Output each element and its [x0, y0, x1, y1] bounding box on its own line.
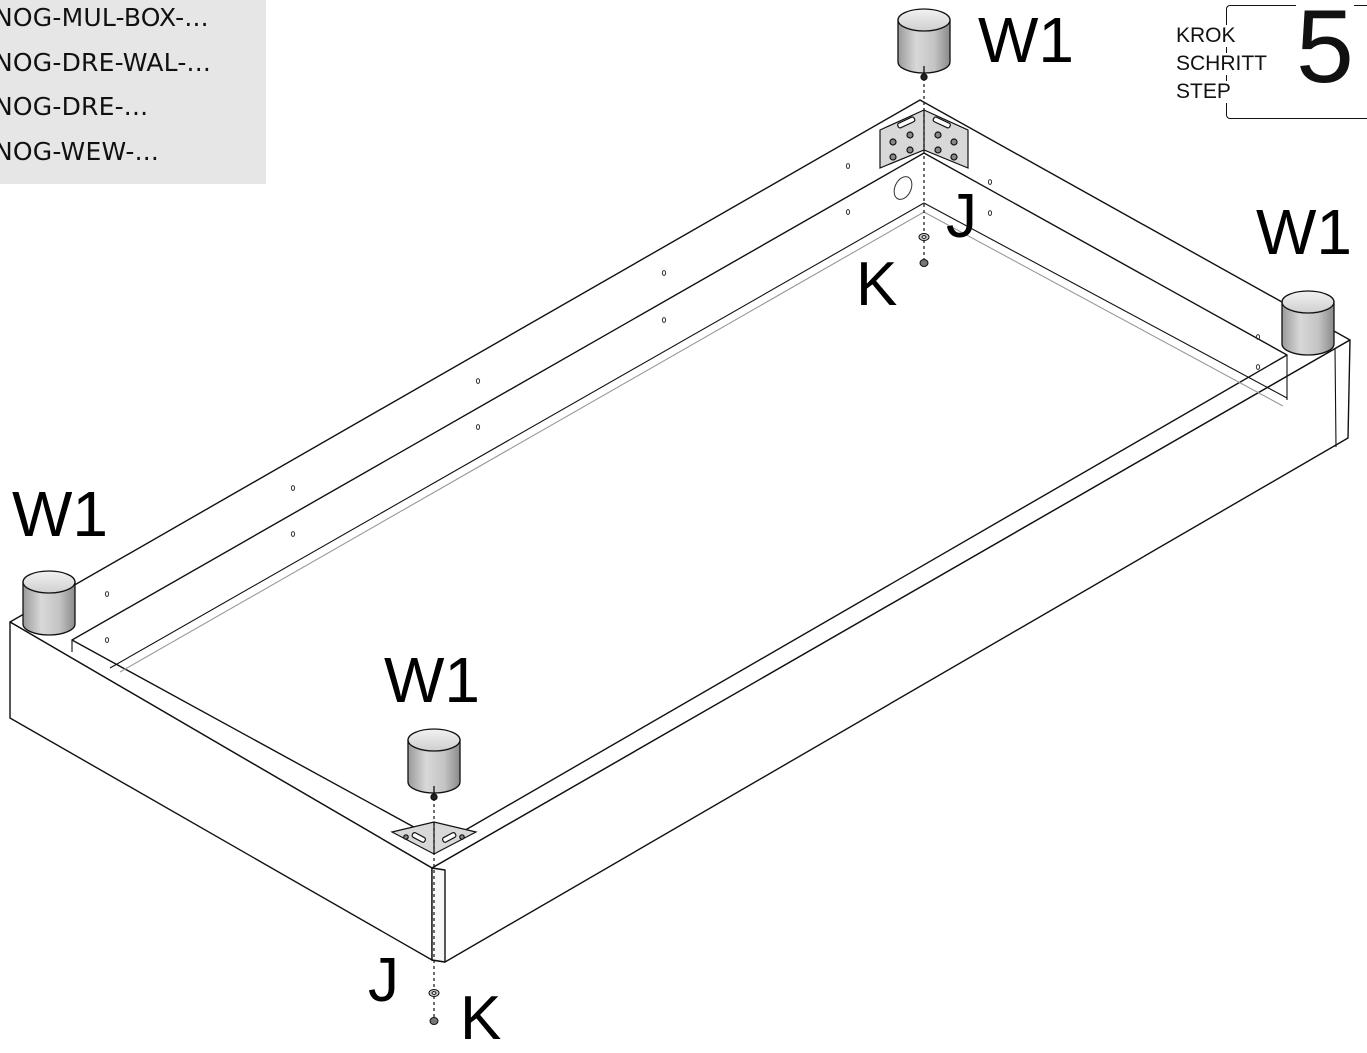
step-word-de: SCHRITT — [1176, 52, 1269, 75]
frame-front-edge — [431, 867, 446, 963]
step-indicator: KROK SCHRITT STEP 5 — [1170, 0, 1367, 120]
foot-top — [897, 8, 951, 81]
label-w1-right: W1 — [1256, 196, 1352, 268]
foot-front — [407, 728, 461, 801]
foot-right — [1281, 290, 1335, 356]
part-code-1: NOG-MUL-BOX-... — [0, 3, 209, 32]
label-w1-front: W1 — [384, 644, 480, 716]
foot-left — [22, 570, 76, 636]
step-word-pl: KROK — [1176, 24, 1238, 47]
step-number: 5 — [1296, 0, 1354, 99]
label-j-back: J — [946, 182, 977, 251]
washer-nut-back — [918, 233, 930, 267]
part-code-4: NOG-WEW-... — [0, 137, 160, 166]
part-code-panel: NOG-MUL-BOX-... NOG-DRE-WAL-... NOG-DRE-… — [0, 0, 266, 184]
label-w1-left: W1 — [12, 478, 108, 550]
label-w1-top: W1 — [978, 4, 1074, 76]
part-code-3: NOG-DRE-... — [0, 92, 149, 121]
label-j-front: J — [368, 946, 399, 1015]
label-k-front: K — [460, 984, 502, 1053]
part-code-2: NOG-DRE-WAL-... — [0, 48, 212, 77]
washer-nut-front — [428, 989, 440, 1025]
label-k-back: K — [856, 250, 898, 319]
step-word-en: STEP — [1176, 80, 1233, 103]
